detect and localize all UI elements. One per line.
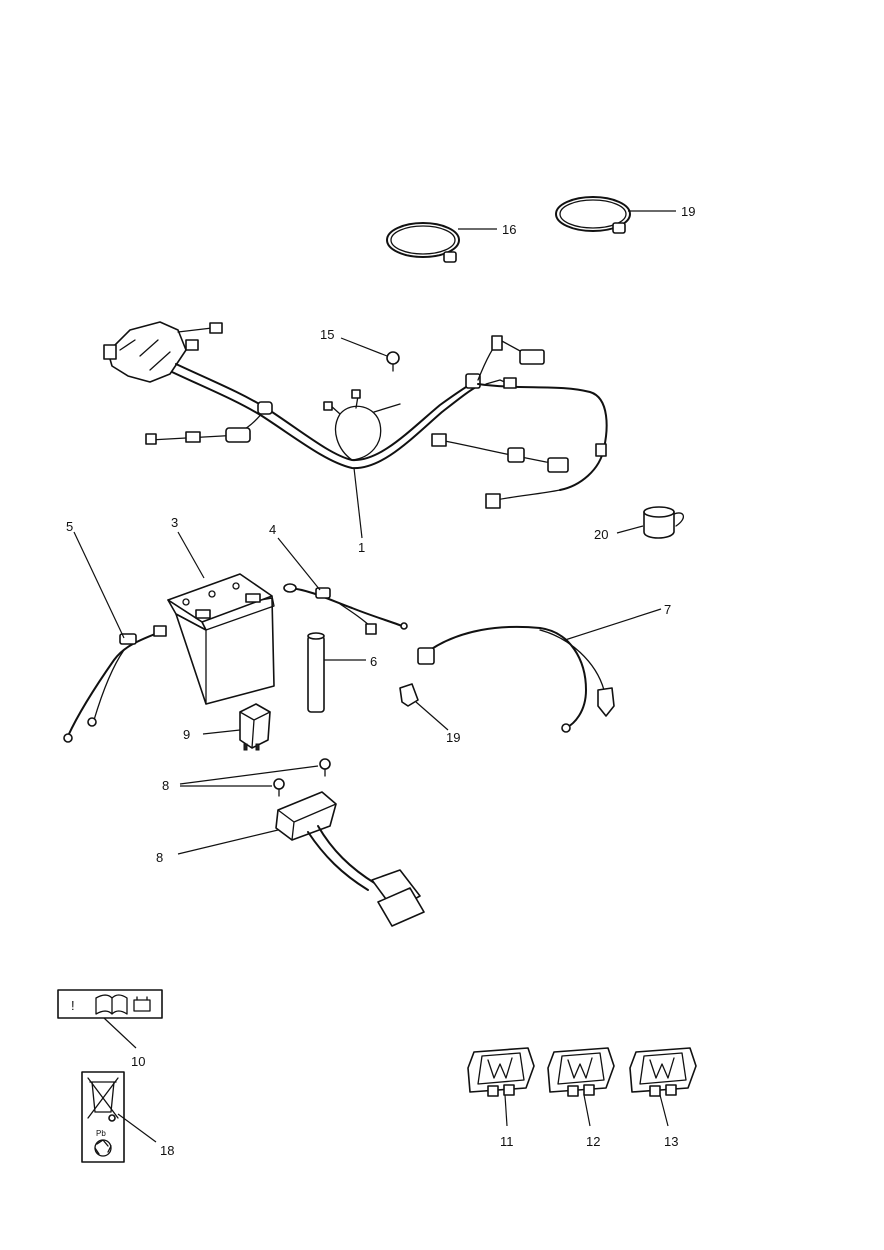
callout-13: 12 — [586, 1134, 600, 1149]
part-20-cap — [643, 506, 684, 539]
callout-12: 11 — [500, 1134, 514, 1149]
bin-icon — [89, 1081, 117, 1113]
leader-12 — [504, 1094, 508, 1127]
callout-15: 15 — [320, 327, 334, 342]
leader-13 — [583, 1094, 591, 1127]
battery-icon — [133, 999, 151, 1012]
leader-3 — [177, 531, 205, 579]
leader-1 — [353, 467, 363, 539]
exclamation-symbol: ! — [71, 998, 75, 1013]
callout-4: 4 — [269, 522, 276, 537]
leader-5 — [73, 531, 125, 639]
leader-11 — [103, 1017, 137, 1049]
part-1-main-harness — [103, 321, 608, 509]
part-5-battery-lead — [63, 625, 167, 743]
callout-18: 19 — [681, 204, 695, 219]
callout-3: 3 — [171, 515, 178, 530]
callout-19: 19 — [446, 730, 460, 745]
part-13-fuse — [547, 1047, 615, 1097]
leader-14 — [659, 1094, 669, 1127]
leader-10 — [202, 729, 241, 735]
callout-10: 9 — [183, 727, 190, 742]
part-11-warning-label: ! — [57, 989, 163, 1019]
leader-7 — [564, 608, 662, 641]
leader-9a — [179, 765, 319, 785]
callout-8: 8 — [156, 850, 163, 865]
book-icon — [95, 994, 128, 1015]
leader-20 — [616, 525, 644, 534]
leader-19 — [415, 701, 449, 731]
callout-17: 18 — [160, 1143, 174, 1158]
callout-7: 7 — [664, 602, 671, 617]
callout-5: 5 — [66, 519, 73, 534]
callout-20: 20 — [594, 527, 608, 542]
part-15-clip — [386, 351, 400, 372]
leader-4 — [277, 537, 321, 591]
callout-6: 6 — [370, 654, 377, 669]
part-8-module — [275, 791, 425, 927]
callout-11: 10 — [131, 1054, 145, 1069]
part-18-cable-tie — [555, 196, 631, 234]
callout-9: 8 — [162, 778, 169, 793]
callout-16: 16 — [502, 222, 516, 237]
part-17-recycle-label: Pb — [81, 1071, 125, 1163]
leader-17 — [117, 1113, 157, 1143]
leader-15 — [340, 337, 388, 357]
part-10-relay — [239, 703, 271, 751]
callout-14: 13 — [664, 1134, 678, 1149]
part-3-battery — [167, 573, 275, 705]
pb-text: Pb — [96, 1129, 106, 1138]
part-12-fuse — [467, 1047, 535, 1097]
part-14-fuse — [629, 1047, 697, 1097]
leader-8 — [177, 829, 279, 855]
callout-1: 1 — [358, 540, 365, 555]
part-16-cable-tie — [386, 222, 460, 263]
part-7-sub-harness — [417, 625, 615, 733]
part-6-tube — [307, 632, 325, 713]
part-19-grommet — [399, 683, 419, 707]
part-4-battery-lead — [283, 583, 408, 635]
part-9-screws — [273, 758, 331, 797]
